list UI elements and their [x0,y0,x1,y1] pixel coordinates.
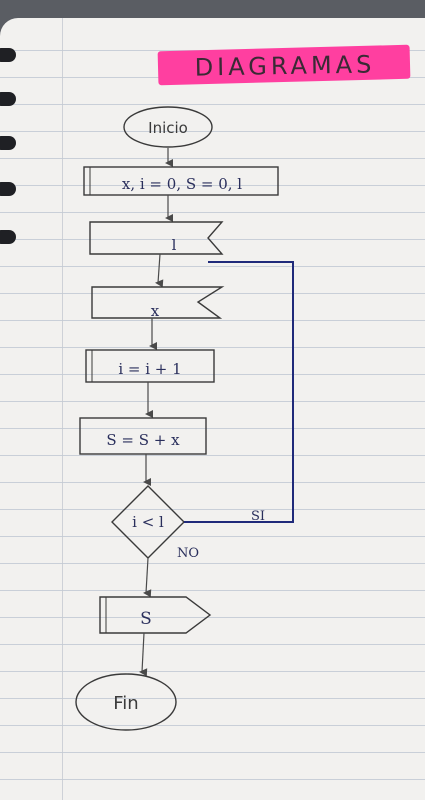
flow-arrow [155,253,164,288]
accumulate-label: S = S + x [106,431,180,449]
yes-label: SI [251,509,265,524]
spiral-ring [0,136,16,150]
input-x: x [91,286,225,320]
notebook-page [0,18,425,800]
yes-loop-line [184,261,294,523]
init-label: x, i = 0, S = 0, l [122,175,242,193]
decision-label: i < l [132,513,164,531]
start-label: Inicio [148,119,188,137]
notebook-margin-line [62,18,63,800]
spiral-ring [0,230,16,244]
no-label: NO [177,546,199,561]
input-l: l [89,221,224,255]
increment-label: i = i + 1 [118,360,181,378]
flow-arrow [143,557,152,598]
spiral-ring [0,92,16,106]
decision-node: i < l [111,485,185,559]
input-l-label: l [172,236,177,254]
output-label: S [140,609,152,629]
accumulate-process: S = S + x [79,417,207,455]
start-terminal: Inicio [123,106,213,148]
flow-arrow [139,632,148,677]
spiral-ring [0,182,16,196]
spiral-ring [0,48,16,62]
increment-process: i = i + 1 [85,349,215,383]
end-label: Fin [113,693,138,714]
init-process: x, i = 0, S = 0, l [83,166,279,196]
end-terminal: Fin [75,673,177,731]
output-display: S [99,596,212,634]
input-x-label: x [151,302,160,320]
